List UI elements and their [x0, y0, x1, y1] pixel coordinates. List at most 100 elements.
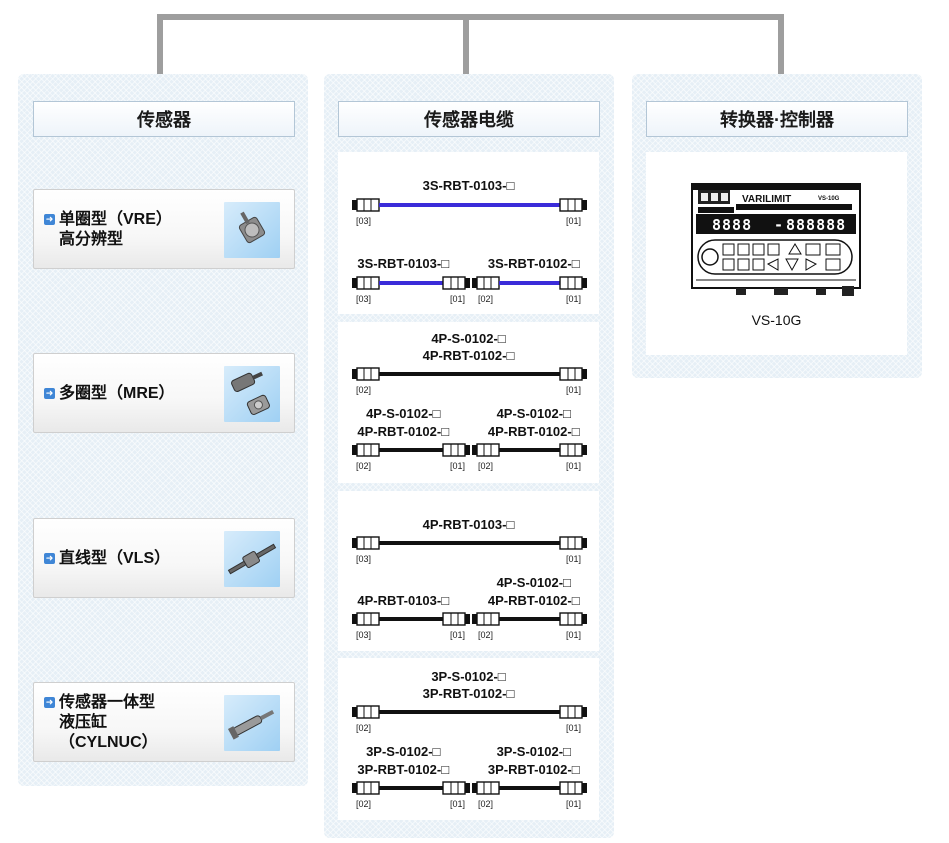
connector-drop-sensors	[157, 14, 163, 74]
cable-title: 3S-RBT-0102-□	[487, 256, 580, 271]
cables-column: 传感器电缆 3S-RBT-0103-□ [03] [01] 3S-RBT-010…	[324, 74, 614, 838]
port-label-right: [01]	[566, 461, 582, 471]
cable-title: 4P-S-0102-□	[496, 406, 571, 421]
port-label-left: [02]	[356, 461, 372, 471]
vs10g-controller-image: VARILIMIT VS-10G 8888 - 888888	[691, 183, 861, 296]
connector-plug-icon	[559, 367, 587, 381]
cylnuc-sensor-image	[224, 695, 280, 751]
port-label-left: [02]	[356, 723, 372, 733]
connector-plug-icon	[352, 781, 380, 795]
controllers-column: 转换器·控制器 VARILIMIT VS-10G 8888 - 8888	[632, 74, 922, 378]
port-label-left: [03]	[356, 294, 372, 304]
cable-group: 4P-S-0102-□ 4P-RBT-0102-□ [02] [01] 4P-S…	[338, 322, 599, 483]
port-label-right: [01]	[566, 294, 582, 304]
port-label-right: [01]	[450, 799, 466, 809]
cable-image	[352, 443, 587, 457]
cable-title: 3P-S-0102-□	[431, 669, 506, 684]
connector-plug-icon	[559, 705, 587, 719]
cable-title: 3P-S-0102-□	[496, 744, 571, 759]
connector-plug-icon	[559, 276, 587, 290]
connector-plug-icon	[352, 536, 380, 550]
connector-top-bar	[157, 14, 784, 20]
port-label-right: [01]	[566, 216, 582, 226]
port-label-left: [03]	[356, 216, 372, 226]
connector-drop-controllers	[778, 14, 784, 74]
connector-plug-icon	[352, 367, 380, 381]
port-label-left: [02]	[356, 385, 372, 395]
cable-title: 4P-RBT-0103-□	[357, 593, 450, 608]
cable-title: 4P-RBT-0102-□	[422, 348, 515, 363]
port-label-right: [01]	[566, 799, 582, 809]
port-label-left: [02]	[356, 799, 372, 809]
connector-plug-icon	[352, 705, 380, 719]
port-label-left: [03]	[356, 630, 372, 640]
port-label-right: [01]	[566, 554, 582, 564]
connector-plug-icon	[559, 536, 587, 550]
cable-image	[352, 612, 587, 626]
sensors-header: 传感器	[33, 101, 295, 137]
connector-plug-icon	[442, 781, 470, 795]
mre-sensor-image	[224, 366, 280, 422]
connector-plug-icon	[559, 198, 587, 212]
controller-caption: VS-10G	[751, 312, 802, 328]
cable-title: 3P-S-0102-□	[366, 744, 441, 759]
sensor-card-vls[interactable]: ➜ 直线型（VLS）	[33, 518, 295, 598]
connector-plug-icon	[442, 443, 470, 457]
port-label-right: [01]	[566, 630, 582, 640]
connector-plug-icon	[352, 198, 380, 212]
cable-image	[352, 198, 587, 212]
controllers-header: 转换器·控制器	[646, 101, 908, 137]
sensor-card-mre[interactable]: ➜ 多圈型（MRE）	[33, 353, 295, 433]
cable-title: 4P-S-0102-□	[496, 575, 571, 590]
cable-title: 3P-RBT-0102-□	[487, 762, 580, 777]
port-label-left: [02]	[478, 799, 494, 809]
cable-title: 3S-RBT-0103-□	[357, 256, 450, 271]
connector-plug-icon	[472, 443, 500, 457]
device-model-badge: VS-10G	[818, 196, 840, 202]
device-brand: VARILIMIT	[742, 194, 791, 205]
connector-plug-icon	[352, 276, 380, 290]
port-label-left: [02]	[478, 630, 494, 640]
display-right: 888888	[786, 216, 846, 234]
cable-group: 4P-RBT-0103-□ [03] [01] 4P-RBT-0103-□ 4P…	[338, 491, 599, 651]
connector-plug-icon	[559, 781, 587, 795]
sensor-label-cylnuc: 传感器一体型 液压缸 （CYLNUC）	[59, 694, 158, 751]
cable-title: 4P-RBT-0102-□	[487, 424, 580, 439]
cable-title: 4P-RBT-0102-□	[487, 593, 580, 608]
cable-image	[352, 276, 587, 290]
arrow-right-icon: ➜	[44, 388, 55, 399]
controller-panel[interactable]: VARILIMIT VS-10G 8888 - 888888	[646, 152, 907, 355]
svg-text:-: -	[774, 216, 783, 234]
vre-sensor-image	[224, 202, 280, 258]
cable-title: 4P-RBT-0102-□	[357, 424, 450, 439]
connector-plug-icon	[442, 612, 470, 626]
arrow-right-icon: ➜	[44, 214, 55, 225]
connector-plug-icon	[472, 781, 500, 795]
cable-group: 3P-S-0102-□ 3P-RBT-0102-□ [02] [01] 3P-S…	[338, 658, 599, 820]
connector-plug-icon	[352, 612, 380, 626]
port-label-left: [03]	[356, 554, 372, 564]
cable-image	[352, 536, 587, 550]
display-left: 8888	[712, 216, 752, 234]
cables-header: 传感器电缆	[338, 101, 600, 137]
cable-image	[352, 705, 587, 719]
sensor-card-cylnuc[interactable]: ➜ 传感器一体型 液压缸 （CYLNUC）	[33, 682, 295, 762]
port-label-right: [01]	[566, 385, 582, 395]
port-label-right: [01]	[450, 461, 466, 471]
connector-plug-icon	[472, 612, 500, 626]
port-label-right: [01]	[566, 723, 582, 733]
sensor-card-vre[interactable]: ➜ 单圈型（VRE） 高分辨型	[33, 189, 295, 269]
sensors-column: 传感器 ➜ 单圈型（VRE） 高分辨型 ➜ 多圈型（MRE）	[18, 74, 308, 786]
vls-sensor-image	[224, 531, 280, 587]
port-label-left: [02]	[478, 461, 494, 471]
cable-title: 4P-S-0102-□	[431, 331, 506, 346]
cable-group: 3S-RBT-0103-□ [03] [01] 3S-RBT-0103-□ 3S…	[338, 152, 599, 314]
connector-plug-icon	[352, 443, 380, 457]
port-label-right: [01]	[450, 630, 466, 640]
connector-plug-icon	[442, 276, 470, 290]
cable-title: 3P-RBT-0102-□	[357, 762, 450, 777]
sensor-label-vre: 单圈型（VRE） 高分辨型	[59, 211, 172, 248]
arrow-right-icon: ➜	[44, 697, 55, 708]
connector-plug-icon	[472, 276, 500, 290]
connector-plug-icon	[559, 612, 587, 626]
